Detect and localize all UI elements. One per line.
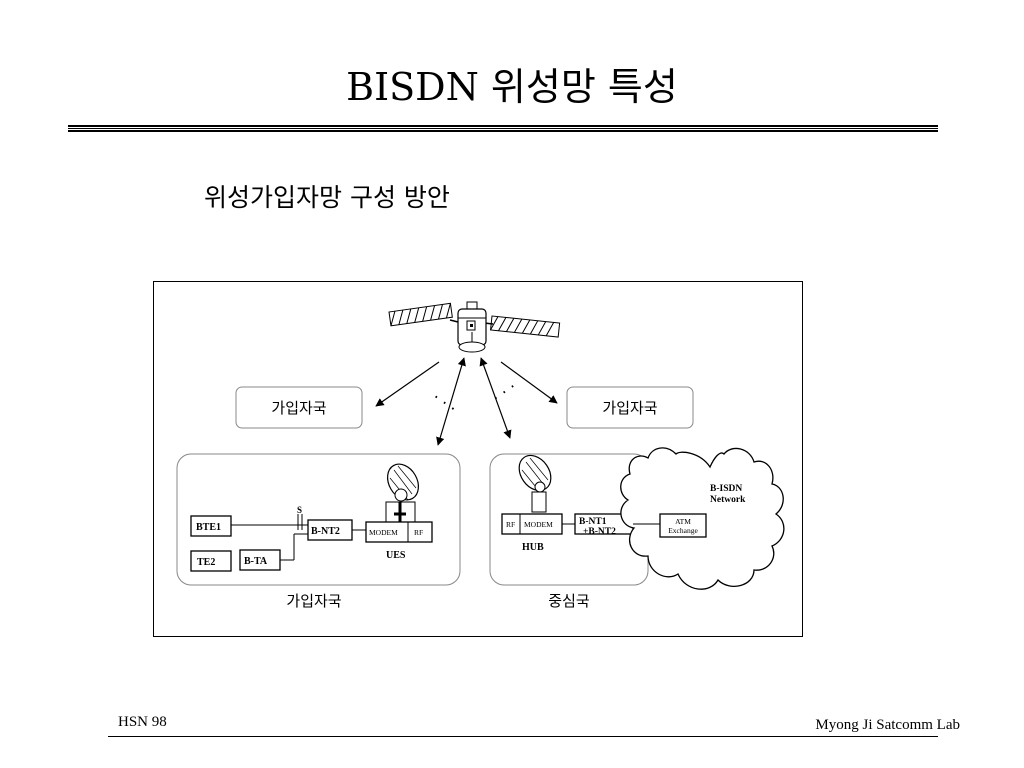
ues-label: UES bbox=[386, 550, 406, 561]
subscriber-station-box-left bbox=[235, 386, 363, 429]
link-arrow-hub bbox=[479, 357, 512, 439]
slide-title: BISDN 위성망 특성 bbox=[346, 65, 678, 109]
footer-right: Myong Ji Satcomm Lab bbox=[815, 717, 960, 733]
ues-rf-label: RF bbox=[414, 528, 423, 537]
slide-subtitle: 위성가입자망 구성 방안 bbox=[204, 183, 450, 212]
hub-rf-label: RF bbox=[506, 520, 515, 529]
dots-left: · · · bbox=[429, 388, 461, 418]
ues-modem-label: MODEM bbox=[369, 528, 398, 537]
hub-modem-label: MODEM bbox=[524, 520, 553, 529]
diagram-frame: 가입자국 가입자국 · · · · · · BTE1 TE2 B-TA bbox=[153, 281, 803, 637]
subscriber-group-label: 가입자국 bbox=[286, 592, 341, 610]
bte1-box bbox=[190, 515, 232, 537]
bnt2-label: B-NT2 bbox=[311, 526, 340, 537]
network-label-line1: B-ISDN bbox=[710, 484, 742, 494]
exchange-label: Exchange bbox=[668, 526, 698, 535]
atm-exchange-box bbox=[659, 513, 707, 538]
bta-label: B-TA bbox=[244, 556, 268, 567]
hub-label: HUB bbox=[522, 542, 544, 553]
te2-box bbox=[190, 550, 232, 572]
subscriber-station-label-right: 가입자국 bbox=[602, 399, 657, 417]
te2-label: TE2 bbox=[197, 557, 215, 568]
bnt2-combined-label: +B-NT2 bbox=[583, 527, 616, 537]
ues-modem-rf-box bbox=[365, 521, 433, 543]
bnt1-label: B-NT1 bbox=[579, 517, 607, 527]
network-label-line2: Network bbox=[710, 495, 746, 505]
hub-group-label: 중심국 bbox=[548, 592, 590, 610]
hub-dish-icon bbox=[518, 454, 552, 513]
footer-left: HSN 98 bbox=[118, 714, 167, 730]
s-reference-point: S bbox=[297, 505, 302, 515]
ues-dish-icon bbox=[385, 463, 420, 524]
link-arrow-ues bbox=[436, 357, 466, 446]
footer-rule bbox=[108, 736, 938, 737]
atm-label: ATM bbox=[675, 517, 691, 526]
subscriber-station-box-right bbox=[566, 386, 694, 429]
bte1-label: BTE1 bbox=[196, 522, 221, 533]
title-rule bbox=[68, 125, 938, 132]
network-diagram: 가입자국 가입자국 · · · · · · BTE1 TE2 B-TA bbox=[176, 301, 785, 610]
subscriber-station-label-left: 가입자국 bbox=[271, 399, 326, 417]
dots-right: · · · bbox=[488, 377, 520, 407]
uplink-arrow-left bbox=[375, 361, 440, 407]
satellite-icon bbox=[388, 301, 561, 353]
